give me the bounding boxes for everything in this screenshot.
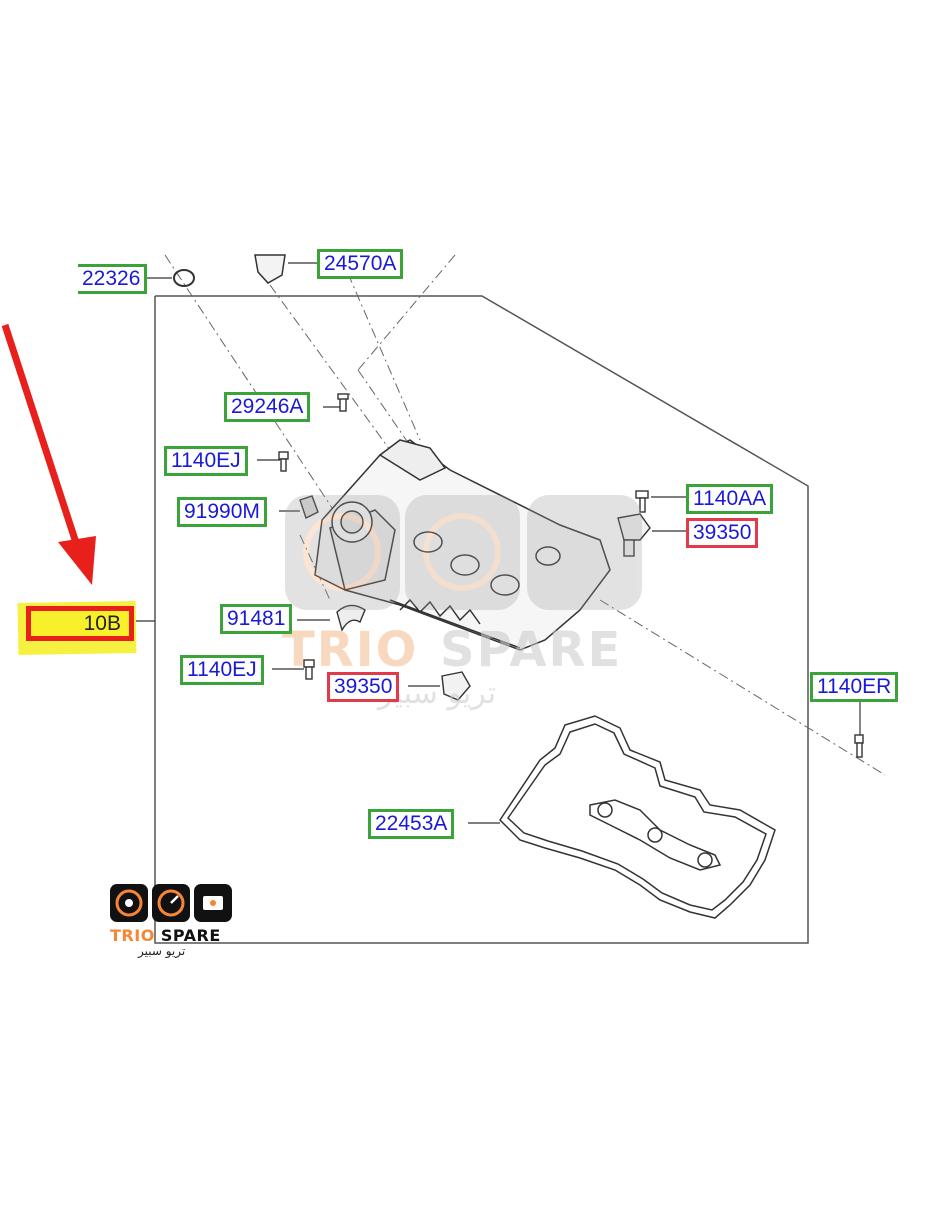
logo-brand-name: TRIO SPARE — [110, 926, 221, 945]
logo-brand-word-1: TRIO — [110, 926, 155, 945]
part-label-1140AA[interactable]: 1140AA — [686, 484, 774, 514]
arrow-icon — [1, 323, 96, 585]
watermark-engine-icon — [527, 495, 642, 610]
highlighted-part-label[interactable]: 10B — [26, 606, 134, 641]
part-label-91990M[interactable]: 91990M — [177, 497, 267, 527]
part-label-1140EJ-top[interactable]: 1140EJ — [164, 446, 248, 476]
part-label-39350-bottom[interactable]: 39350 — [327, 672, 400, 702]
part-label-91481[interactable]: 91481 — [220, 604, 293, 634]
part-label-39350-right[interactable]: 39350 — [686, 518, 759, 548]
watermark-brand-word-1: TRIO — [282, 622, 419, 678]
part-label-22326[interactable]: 22326 — [78, 264, 148, 294]
engine-icon — [194, 884, 232, 922]
speaker-icon — [110, 884, 148, 922]
watermark-gauge-icon — [405, 495, 520, 610]
watermark-speaker-icon — [285, 495, 400, 610]
part-label-22453A[interactable]: 22453A — [368, 809, 455, 839]
gauge-icon — [152, 884, 190, 922]
part-label-29246A[interactable]: 29246A — [224, 392, 311, 422]
part-label-1140EJ-bottom[interactable]: 1140EJ — [180, 655, 264, 685]
logo-arabic-name: تريو سبير — [138, 944, 186, 958]
assembly-frame — [154, 295, 809, 944]
part-label-1140ER[interactable]: 1140ER — [810, 672, 899, 702]
brand-logo — [110, 884, 232, 922]
logo-brand-word-2: SPARE — [160, 926, 221, 945]
part-label-24570A[interactable]: 24570A — [317, 249, 404, 279]
watermark-brand-word-2: SPARE — [440, 622, 623, 678]
